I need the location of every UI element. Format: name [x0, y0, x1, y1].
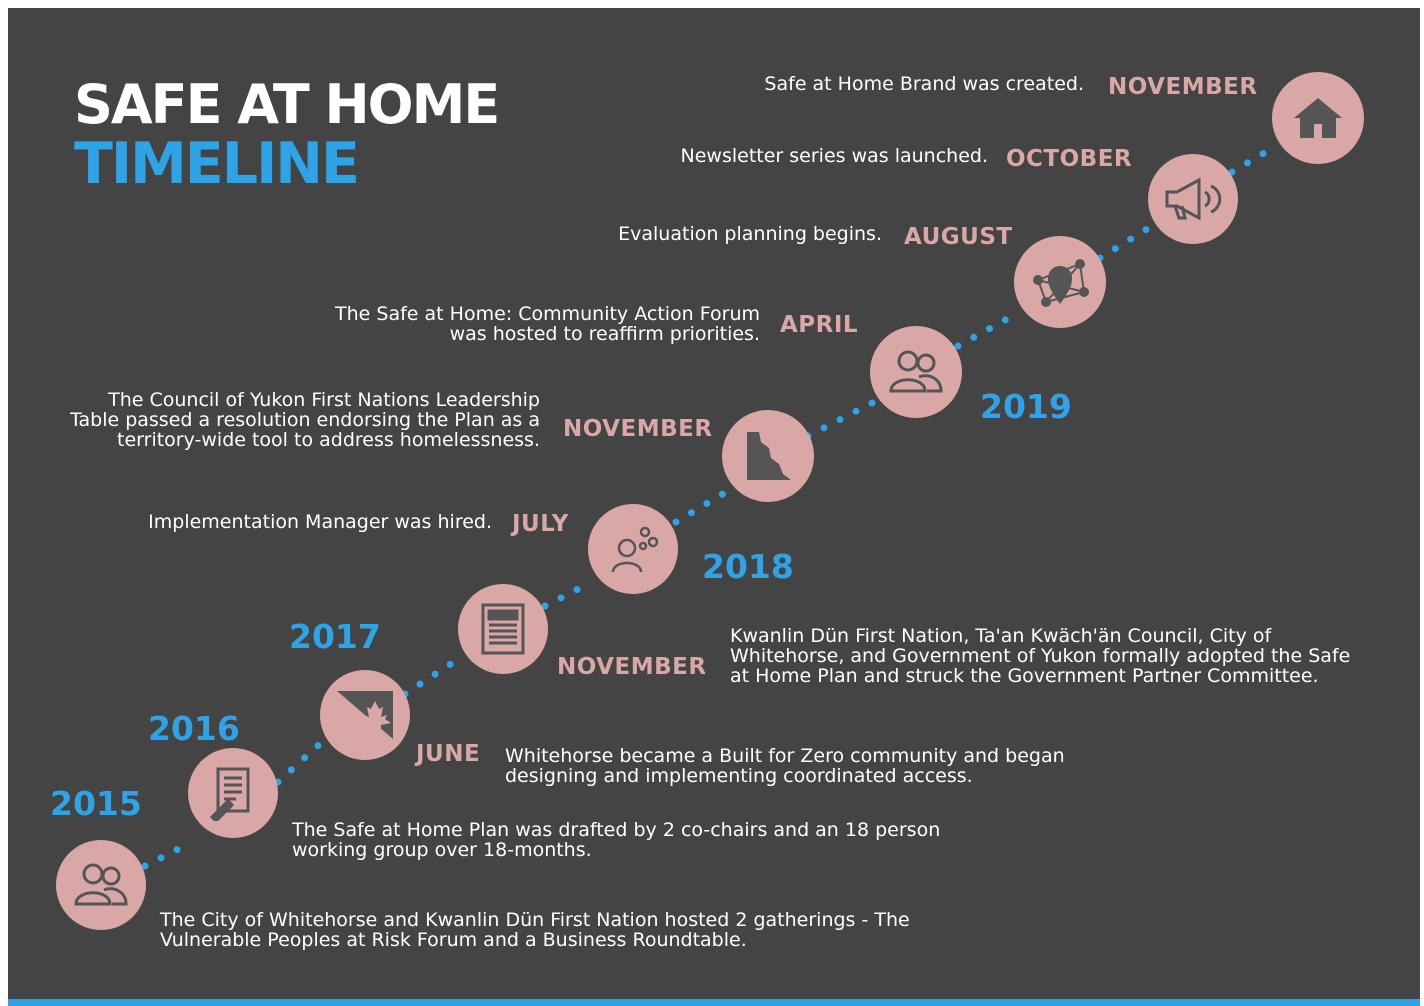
event-october-month: OCTOBER	[1006, 146, 1133, 172]
timeline-dots	[804, 398, 878, 440]
event-november-2017-description: Kwanlin Dün First Nation, Ta'an Kwäch'än…	[730, 625, 1351, 687]
canada-flag-icon	[337, 691, 393, 739]
manager-gears-icon	[611, 526, 659, 573]
event-node-october	[1148, 154, 1238, 244]
timeline-dots	[401, 654, 464, 698]
timeline-dots	[1228, 142, 1280, 176]
event-june-description: Whitehorse became a Built for Zero commu…	[505, 745, 1065, 787]
year-2016-label: 2016	[148, 709, 240, 748]
title-line-2: TIMELINE	[74, 131, 360, 197]
timeline-dots	[954, 310, 1020, 350]
newspaper-icon	[481, 603, 525, 655]
house-icon	[1294, 98, 1342, 138]
year-2015-label: 2015	[50, 784, 142, 823]
event-2015-description: The City of Whitehorse and Kwanlin Dün F…	[160, 909, 910, 951]
document-pen-icon	[209, 767, 250, 821]
event-november-2018-month: NOVEMBER	[563, 416, 713, 442]
event-april-month: APRIL	[780, 312, 859, 338]
timeline-dots	[672, 488, 730, 526]
event-july-description: Implementation Manager was hired.	[148, 511, 492, 533]
bottom-accent-bar	[8, 999, 1420, 1006]
event-2016-description: The Safe at Home Plan was drafted by 2 c…	[292, 819, 941, 861]
megaphone-icon	[1165, 177, 1222, 221]
event-node-november-2018	[722, 410, 814, 502]
title-line-1: SAFE AT HOME	[74, 73, 500, 136]
event-october-description: Newsletter series was launched.	[680, 145, 988, 167]
network-location-icon	[1033, 259, 1089, 307]
event-july-month: JULY	[512, 511, 569, 537]
event-august-month: AUGUST	[904, 224, 1013, 250]
event-november-2017-month: NOVEMBER	[557, 654, 707, 680]
event-node-august	[1014, 236, 1106, 328]
event-november-2019-month: NOVEMBER	[1108, 74, 1258, 100]
event-november-2019-description: Safe at Home Brand was created.	[764, 73, 1084, 95]
year-2017-label: 2017	[289, 617, 381, 656]
event-august-description: Evaluation planning begins.	[618, 223, 882, 245]
event-node-july	[588, 504, 678, 594]
timeline-dots	[141, 838, 196, 870]
event-april-description: The Safe at Home: Community Action Forum…	[335, 303, 760, 345]
event-node-2016	[188, 748, 278, 838]
event-node-april	[870, 326, 962, 418]
event-june-month: JUNE	[416, 741, 481, 767]
yukon-map-icon	[747, 432, 791, 480]
timeline-dots	[1096, 222, 1156, 262]
timeline-dots	[541, 578, 596, 610]
event-node-november-2017	[458, 584, 548, 674]
event-node-2015	[56, 840, 146, 930]
event-node-november-2019	[1272, 72, 1364, 164]
people-icon	[889, 350, 943, 393]
event-november-2018-description: The Council of Yukon First Nations Leade…	[70, 389, 540, 451]
year-2019-label: 2019	[980, 387, 1072, 426]
timeline-dots	[274, 738, 326, 786]
people-icon	[74, 863, 128, 906]
event-node-june	[320, 670, 410, 760]
year-2018-label: 2018	[702, 547, 794, 586]
